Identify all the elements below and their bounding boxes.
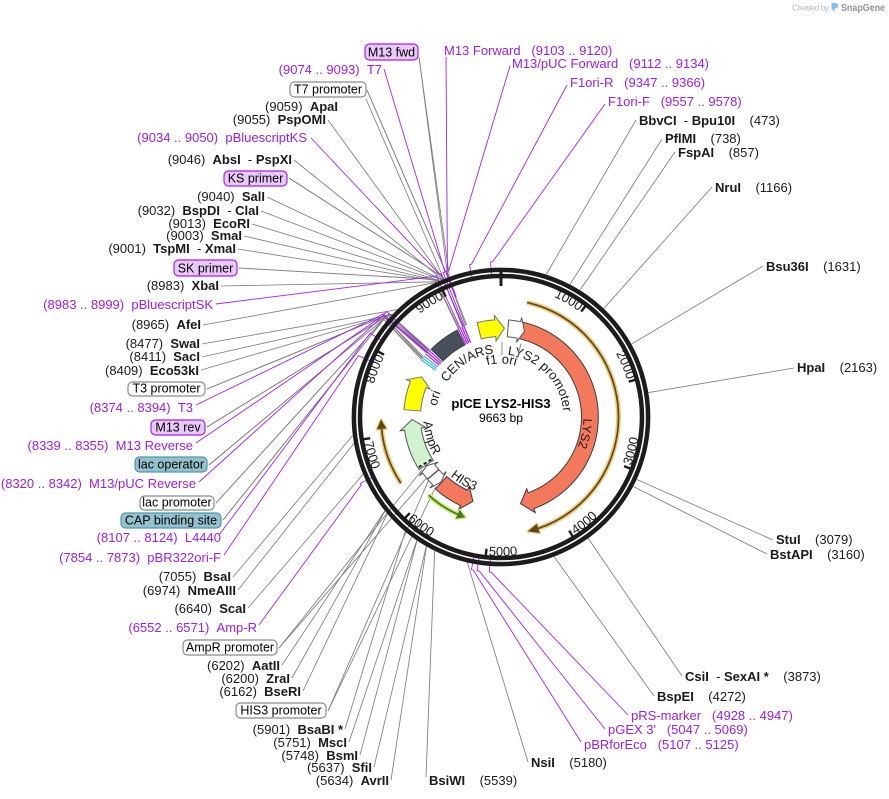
- svg-text:9663 bp: 9663 bp: [479, 411, 523, 425]
- svg-text:(5751) MscI: (5751) MscI: [273, 735, 347, 750]
- svg-text:(8983 .. 8999) pBluescriptSK: (8983 .. 8999) pBluescriptSK: [43, 297, 213, 312]
- svg-text:pGEX 3' (5047 .. 5069): pGEX 3' (5047 .. 5069): [608, 722, 748, 737]
- svg-text:5000: 5000: [488, 543, 517, 559]
- svg-text:KS primer: KS primer: [228, 172, 284, 186]
- svg-text:(8411) SacI: (8411) SacI: [129, 349, 200, 364]
- svg-text:pICE LYS2-HIS3: pICE LYS2-HIS3: [451, 396, 550, 411]
- svg-text:(8409) Eco53kI: (8409) Eco53kI: [105, 363, 199, 378]
- svg-text:(5748) BsmI: (5748) BsmI: [281, 748, 358, 763]
- svg-text:HpaI (2163): HpaI (2163): [797, 360, 877, 375]
- svg-text:StuI (3079): StuI (3079): [776, 532, 853, 547]
- svg-text:M13 rev: M13 rev: [155, 421, 201, 435]
- svg-text:(6202) AatII: (6202) AatII: [207, 658, 280, 673]
- svg-text:F1ori-F (9557 .. 9578): F1ori-F (9557 .. 9578): [608, 94, 742, 109]
- svg-text:(9013) EcoRI: (9013) EcoRI: [168, 216, 250, 231]
- svg-text:FspAI (857): FspAI (857): [678, 145, 759, 160]
- svg-text:BbvCI - Bpu10I (473): BbvCI - Bpu10I (473): [639, 113, 780, 128]
- svg-text:HIS3 promoter: HIS3 promoter: [240, 704, 321, 718]
- svg-text:pRS-marker (4928 .. 4947): pRS-marker (4928 .. 4947): [631, 708, 793, 723]
- svg-text:BstAPI (3160): BstAPI (3160): [770, 547, 865, 562]
- svg-text:NsiI (5180): NsiI (5180): [531, 755, 607, 770]
- svg-text:(6552 .. 6571) Amp-R: (6552 .. 6571) Amp-R: [128, 620, 257, 635]
- svg-text:(8965) AfeI: (8965) AfeI: [132, 317, 201, 332]
- svg-text:F1ori-R (9347 .. 9366): F1ori-R (9347 .. 9366): [570, 75, 705, 90]
- svg-text:(8107 .. 8124) L4440: (8107 .. 8124) L4440: [97, 530, 221, 545]
- svg-text:M13 Forward (9103 .. 9120): M13 Forward (9103 .. 9120): [444, 43, 612, 58]
- svg-text:(8983) XbaI: (8983) XbaI: [147, 278, 219, 293]
- svg-text:(8320 .. 8342) M13/pUC Revers: (8320 .. 8342) M13/pUC Reverse: [1, 476, 196, 491]
- svg-text:ori: ori: [425, 388, 444, 407]
- svg-text:(5901) BsaBI *: (5901) BsaBI *: [253, 722, 344, 737]
- svg-text:CAP binding site: CAP binding site: [125, 514, 217, 528]
- svg-text:(6162) BseRI: (6162) BseRI: [219, 684, 301, 699]
- svg-text:lac promoter: lac promoter: [142, 496, 211, 510]
- svg-text:(9046) AbsI - PspXI: (9046) AbsI - PspXI: [168, 152, 292, 167]
- svg-text:Created by: Created by: [792, 3, 830, 13]
- svg-text:(8339 .. 8355) M13 Reverse: (8339 .. 8355) M13 Reverse: [28, 438, 193, 453]
- svg-text:(9003) SmaI: (9003) SmaI: [166, 228, 242, 243]
- svg-text:NruI (1166): NruI (1166): [715, 180, 792, 195]
- svg-text:(7854 .. 7873) pBR322ori-F: (7854 .. 7873) pBR322ori-F: [59, 550, 221, 565]
- svg-text:(6640) ScaI: (6640) ScaI: [174, 601, 246, 616]
- svg-text:T7 promoter: T7 promoter: [294, 83, 362, 97]
- svg-text:(8374 .. 8394) T3: (8374 .. 8394) T3: [90, 400, 193, 415]
- svg-text:(8477) SwaI: (8477) SwaI: [126, 336, 200, 351]
- svg-text:pBRforEco (5107 .. 5125): pBRforEco (5107 .. 5125): [584, 737, 739, 752]
- svg-text:(7055) BsaI: (7055) BsaI: [159, 569, 231, 584]
- svg-text:(6974) NmeAIII: (6974) NmeAIII: [143, 583, 236, 598]
- svg-text:BsiWI (5539): BsiWI (5539): [429, 773, 517, 788]
- svg-text:T3 promoter: T3 promoter: [132, 382, 200, 396]
- svg-text:SK primer: SK primer: [178, 262, 234, 276]
- svg-text:(9034 .. 9050) pBluescriptKS: (9034 .. 9050) pBluescriptKS: [137, 130, 307, 145]
- svg-text:Bsu36I (1631): Bsu36I (1631): [766, 259, 861, 274]
- svg-text:M13/pUC Forward (9112 .. 913: M13/pUC Forward (9112 .. 9134): [512, 56, 709, 71]
- svg-text:3000: 3000: [620, 436, 642, 467]
- svg-text:(9032) BspDI - ClaI: (9032) BspDI - ClaI: [138, 203, 259, 218]
- svg-text:(9074 .. 9093) T7: (9074 .. 9093) T7: [279, 62, 382, 77]
- svg-text:(9001) TspMI - XmaI: (9001) TspMI - XmaI: [108, 241, 236, 256]
- svg-text:(5634) AvrII: (5634) AvrII: [316, 773, 389, 788]
- svg-text:SnapGene: SnapGene: [841, 2, 885, 14]
- svg-text:(9055) PspOMI: (9055) PspOMI: [233, 112, 326, 127]
- svg-text:(5637) SfiI: (5637) SfiI: [307, 760, 372, 775]
- svg-text:(6200) ZraI: (6200) ZraI: [221, 671, 290, 686]
- svg-text:BspEI (4272): BspEI (4272): [657, 689, 746, 704]
- svg-text:lac operator: lac operator: [138, 458, 204, 472]
- svg-text:PflMI (738): PflMI (738): [665, 131, 741, 146]
- svg-text:AmpR promoter: AmpR promoter: [186, 641, 274, 655]
- svg-text:(9040) SalI: (9040) SalI: [197, 189, 265, 204]
- svg-text:M13 fwd: M13 fwd: [368, 46, 415, 60]
- svg-text:CsiI - SexAI * (3873): CsiI - SexAI * (3873): [685, 669, 821, 684]
- svg-text:(9059) ApaI: (9059) ApaI: [265, 99, 338, 114]
